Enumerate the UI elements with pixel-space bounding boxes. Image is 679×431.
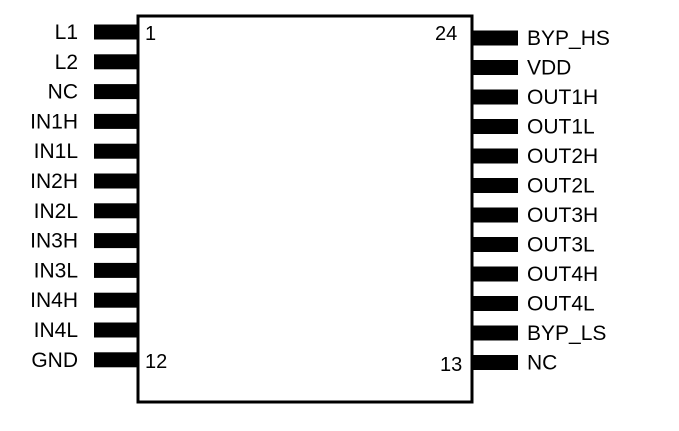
pin-number-13: 13 bbox=[440, 354, 462, 376]
pin-label-out1l: OUT1L bbox=[527, 116, 595, 139]
left-pin-12 bbox=[94, 352, 138, 368]
left-pin-4 bbox=[94, 113, 138, 129]
left-pin-3 bbox=[94, 84, 138, 100]
pin-label-in3h: IN3H bbox=[30, 230, 78, 253]
left-pin-5 bbox=[94, 143, 138, 159]
pin-label-in1l: IN1L bbox=[34, 140, 78, 163]
left-pin-9 bbox=[94, 262, 138, 278]
right-pin-13 bbox=[472, 355, 518, 370]
right-pin-21 bbox=[472, 119, 518, 134]
left-pin-8 bbox=[94, 233, 138, 249]
right-pin-24 bbox=[472, 30, 518, 46]
pin-label-l2: L2 bbox=[55, 51, 78, 74]
right-pin-16 bbox=[472, 266, 518, 282]
pin-label-in4h: IN4H bbox=[30, 289, 78, 312]
pin-label-out4h: OUT4H bbox=[527, 263, 598, 286]
pin-label-in2l: IN2L bbox=[34, 200, 78, 223]
pin-number-24: 24 bbox=[435, 23, 457, 45]
pin-label-out1h: OUT1H bbox=[527, 86, 598, 109]
pin-label-l1: L1 bbox=[55, 21, 78, 44]
left-pin-6 bbox=[94, 173, 138, 189]
pin-label-nc: NC bbox=[48, 81, 78, 104]
right-pin-19 bbox=[472, 178, 518, 193]
pin-number-1: 1 bbox=[145, 23, 156, 45]
pin-label-byp-ls: BYP_LS bbox=[527, 322, 606, 345]
pin-label-byp-hs: BYP_HS bbox=[527, 27, 610, 50]
left-pin-11 bbox=[94, 322, 138, 338]
left-pin-7 bbox=[94, 203, 138, 219]
right-pin-23 bbox=[472, 60, 518, 75]
left-pin-2 bbox=[94, 54, 138, 70]
pin-label-out4l: OUT4L bbox=[527, 293, 595, 316]
pin-label-vdd: VDD bbox=[527, 57, 571, 80]
ic-body bbox=[136, 14, 474, 404]
pin-label-out2l: OUT2L bbox=[527, 175, 595, 198]
pin-label-out3h: OUT3H bbox=[527, 204, 598, 227]
pin-label-in1h: IN1H bbox=[30, 110, 78, 133]
pin-label-nc: NC bbox=[527, 352, 557, 375]
right-pin-17 bbox=[472, 237, 518, 252]
right-pin-22 bbox=[472, 89, 518, 105]
right-pin-15 bbox=[472, 296, 518, 311]
pin-label-in2h: IN2H bbox=[30, 170, 78, 193]
pin-label-out3l: OUT3L bbox=[527, 234, 595, 257]
left-pin-1 bbox=[94, 24, 138, 40]
right-pin-20 bbox=[472, 148, 518, 164]
right-pin-group: BYP_HS VDD OUT1H OUT1L OUT2H OUT2L OUT3H OUT3L O… bbox=[472, 27, 610, 375]
pin-number-12: 12 bbox=[145, 351, 167, 373]
pin-label-in3l: IN3L bbox=[34, 259, 78, 282]
pin-label-gnd: GND bbox=[31, 349, 78, 372]
right-pin-14 bbox=[472, 325, 518, 341]
left-pin-10 bbox=[94, 292, 138, 308]
pin-label-out2h: OUT2H bbox=[527, 145, 598, 168]
pin-label-in4l: IN4L bbox=[34, 319, 78, 342]
right-pin-18 bbox=[472, 207, 518, 223]
